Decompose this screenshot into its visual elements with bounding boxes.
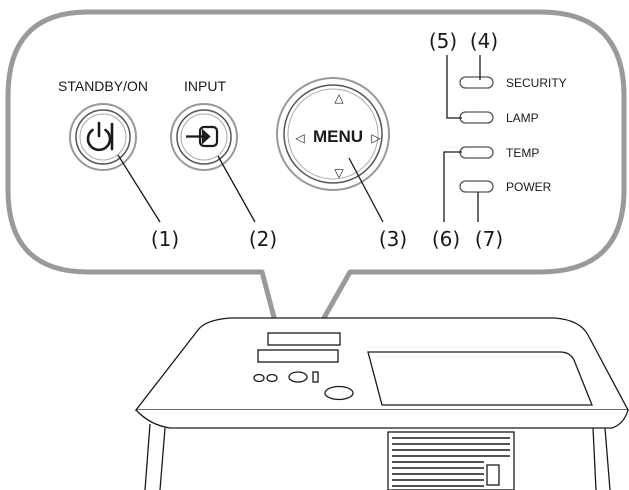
indicator-temp: TEMP <box>459 146 539 160</box>
mini-button-2 <box>266 373 278 383</box>
arrow-down-icon[interactable]: ▽ <box>334 166 344 180</box>
arrow-up-icon[interactable]: △ <box>334 91 344 105</box>
menu-button[interactable]: △ ▽ ◁ ▷ MENU <box>276 77 390 191</box>
callout-5: (5) <box>429 29 457 53</box>
temp-label: TEMP <box>506 146 539 160</box>
input-button[interactable] <box>170 103 238 171</box>
menu-dpad-icon: △ ▽ ◁ ▷ <box>294 91 381 180</box>
input-label: INPUT <box>184 78 226 94</box>
lamp-cover <box>367 351 593 406</box>
top-slot-lower <box>257 349 339 363</box>
mini-button-3 <box>288 371 308 383</box>
menu-label: MENU <box>313 127 363 146</box>
power-icon <box>86 121 114 152</box>
leader-line-1 <box>117 154 161 223</box>
leader-line-2 <box>217 155 256 223</box>
callout-3: (3) <box>379 227 407 251</box>
standby-on-label: STANDBY/ON <box>58 78 148 94</box>
callout-1: (1) <box>151 227 179 251</box>
indicator-lamp: LAMP <box>459 111 539 125</box>
projector-top-surface <box>134 317 629 411</box>
input-arrow-icon <box>186 125 219 148</box>
lamp-label: LAMP <box>506 111 539 125</box>
top-slot-upper <box>267 332 341 346</box>
leader-line-6 <box>443 151 462 222</box>
standby-on-button[interactable] <box>69 103 137 171</box>
arrow-right-icon[interactable]: ▷ <box>371 131 381 145</box>
mini-indicators <box>312 371 319 383</box>
power-label: POWER <box>506 180 552 194</box>
callout-6: (6) <box>432 227 460 251</box>
mini-button-1 <box>253 373 265 383</box>
leader-lines <box>117 55 481 223</box>
connector-port <box>486 464 500 486</box>
mini-sensor <box>324 385 354 401</box>
projector-body <box>134 317 629 490</box>
indicator-power: POWER <box>459 180 552 194</box>
projector-front-face <box>135 409 629 429</box>
vent-grille-pattern <box>392 437 510 487</box>
callout-7: (7) <box>475 227 503 251</box>
leader-line-5 <box>446 55 462 119</box>
arrow-left-icon[interactable]: ◁ <box>294 131 304 145</box>
security-label: SECURITY <box>506 76 567 90</box>
indicator-security: SECURITY <box>459 76 567 90</box>
callout-4: (4) <box>470 29 498 53</box>
leader-line-3 <box>348 157 384 223</box>
callout-2: (2) <box>249 227 277 251</box>
